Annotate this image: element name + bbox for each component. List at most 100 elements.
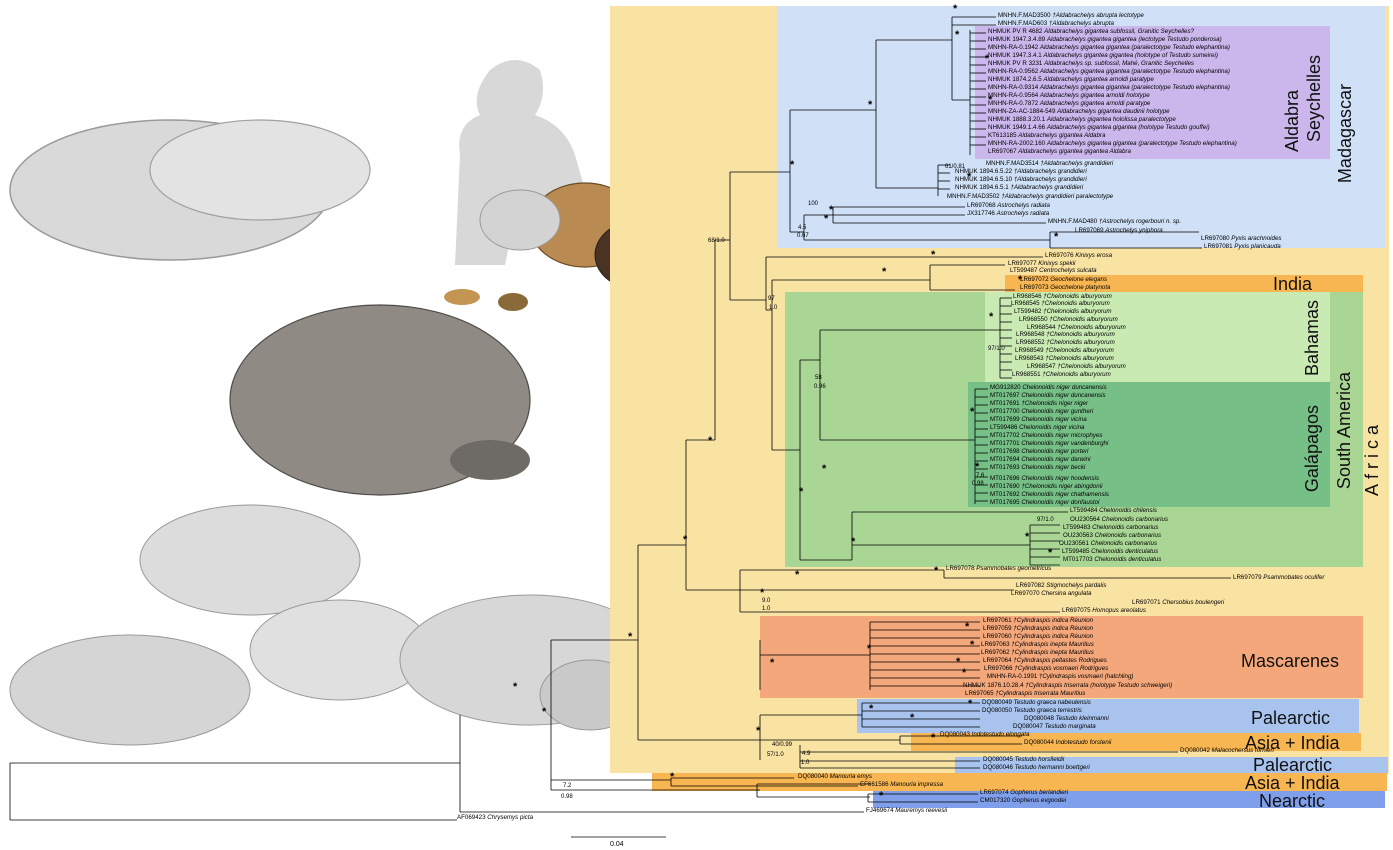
support-value: 4.5 bbox=[798, 225, 806, 231]
species-name: †Chelonoidis alburyorum bbox=[1041, 300, 1109, 307]
taxon-label: JX317746 Astrochelys radiata bbox=[967, 211, 1049, 217]
accession-number: MNHN-ZA-AC-1884-549 bbox=[988, 108, 1057, 115]
species-name: Chelonoidis carbonarius bbox=[1092, 524, 1158, 531]
accession-number: LR697077 bbox=[1008, 260, 1038, 267]
support-value: 1.0 bbox=[801, 760, 809, 766]
accession-number: LR697076 bbox=[1045, 252, 1075, 259]
support-star: * bbox=[824, 213, 829, 225]
accession-number: MT017694 bbox=[990, 456, 1021, 463]
taxon-label: LT599483 Chelonoidis carbonarius bbox=[1063, 525, 1159, 531]
species-name: Malacochersus tornieri bbox=[1212, 747, 1274, 754]
species-name: †Aldabrachelys abrupta lectotype bbox=[1052, 12, 1144, 19]
taxon-label: LR697079 Psammobates oculifer bbox=[1233, 575, 1325, 581]
support-star: * bbox=[513, 681, 518, 693]
support-value: 97/1.0 bbox=[1037, 517, 1054, 523]
support-star: * bbox=[790, 159, 795, 171]
taxon-label: NHMUK 1894.6.5.1 †Aldabrachelys grandidi… bbox=[955, 185, 1083, 191]
taxon-label: NHMUK 1894.6.5.10 †Aldabrachelys grandid… bbox=[955, 177, 1087, 183]
accession-number: OU230561 bbox=[1059, 540, 1091, 547]
accession-number: LR697080 bbox=[1201, 235, 1231, 242]
taxon-label: MNHN-RA-0.9562 Aldabrachelys gigantea gi… bbox=[988, 69, 1230, 75]
support-value: 40/0.99 bbox=[772, 742, 792, 748]
accession-number: OU230563 bbox=[1063, 532, 1095, 539]
species-name: Chelonoidis niger vicina bbox=[1021, 416, 1086, 423]
species-name: Chelonoidis carbonarius bbox=[1102, 516, 1168, 523]
accession-number: LR697063 bbox=[981, 641, 1011, 648]
accession-number: LR697081 bbox=[1204, 243, 1234, 250]
support-star: * bbox=[770, 657, 775, 669]
species-name: Aldabrachelys gigantea hololissa paralec… bbox=[1047, 116, 1176, 123]
species-name: Chelonoidis niger becki bbox=[1021, 464, 1085, 471]
taxon-label: MT017692 Chelonoidis niger chathamensis bbox=[990, 492, 1109, 498]
accession-number: MT017700 bbox=[990, 408, 1021, 415]
accession-number: NHMUK PV R 3231 bbox=[988, 60, 1044, 67]
taxon-label: OU230564 Chelonoidis carbonarius bbox=[1070, 517, 1168, 523]
taxon-label: MNHN-RA-0.9564 Aldabrachelys gigantea ar… bbox=[988, 93, 1150, 99]
species-name: Aldabrachelys gigantea arnoldi paratype bbox=[1043, 76, 1153, 83]
accession-number: LR697060 bbox=[983, 633, 1013, 640]
accession-number: LT599487 bbox=[1010, 267, 1039, 274]
support-value: 1.0 bbox=[769, 305, 777, 311]
support-star: * bbox=[542, 706, 547, 718]
support-star: * bbox=[970, 639, 975, 651]
taxon-label: DQ080044 Indotestudo forstenii bbox=[1024, 740, 1111, 746]
support-star: * bbox=[708, 435, 713, 447]
scale-bar-label: 0.04 bbox=[610, 841, 624, 848]
accession-number: CM017320 bbox=[980, 797, 1012, 804]
accession-number: LR697064 bbox=[983, 657, 1013, 664]
taxon-label: MNHN.F.MAD3514 †Aldabrachelys grandidier… bbox=[986, 161, 1113, 167]
accession-number: DQ080049 bbox=[982, 699, 1014, 706]
accession-number: LR968548 bbox=[1016, 331, 1046, 338]
accession-number: DQ080044 bbox=[1024, 739, 1056, 746]
taxon-label: MT017696 Chelonoidis niger hoodensis bbox=[990, 476, 1099, 482]
support-value: 100 bbox=[808, 201, 818, 207]
accession-number: LR697074 bbox=[980, 789, 1010, 796]
support-star: * bbox=[879, 790, 884, 802]
taxon-label: LR697078 Psammobates geometricus bbox=[946, 566, 1051, 572]
accession-number: LR968545 bbox=[1011, 300, 1041, 307]
support-star: * bbox=[829, 204, 834, 216]
taxon-label: MT017698 Chelonoidis niger porteri bbox=[990, 449, 1088, 455]
species-name: Chelonoidis niger porteri bbox=[1021, 448, 1088, 455]
taxon-label: MT017691 †Chelonoidis niger niger bbox=[990, 401, 1088, 407]
accession-number: NHMUK 1949.1.4.66 bbox=[988, 124, 1047, 131]
species-name: †Cylindraspis inepta Mauritius bbox=[1011, 649, 1094, 656]
accession-number: LR968543 bbox=[1015, 355, 1045, 362]
species-name: Testudo hermanni boettgeri bbox=[1015, 764, 1090, 771]
species-name: †Chelonoidis alburyorum bbox=[1057, 363, 1125, 370]
support-star: * bbox=[953, 3, 958, 15]
species-name: Geochelone platynota bbox=[1050, 284, 1110, 291]
accession-number: EF661586 bbox=[860, 781, 890, 788]
accession-number: LT599483 bbox=[1063, 524, 1092, 531]
species-name: Testudo marginata bbox=[1045, 723, 1096, 730]
accession-number: MNHN-RA-2002.160 bbox=[988, 140, 1047, 147]
taxon-label: LR968550 †Chelonoidis alburyorum bbox=[1019, 317, 1118, 323]
species-name: Testudo graeca terrestris bbox=[1014, 707, 1082, 714]
accession-number: NHMUK 1894.6.5.1 bbox=[955, 184, 1010, 191]
species-name: Chelonoidis niger darwini bbox=[1021, 456, 1090, 463]
accession-number: LR968551 bbox=[1012, 371, 1042, 378]
taxon-label: DQ080042 Malacochersus tornieri bbox=[1180, 748, 1274, 754]
species-name: Centrochelys sulcata bbox=[1039, 267, 1096, 274]
species-name: Aldabrachelys gigantea Aldabra bbox=[1018, 132, 1105, 139]
species-name: †Aldabrachelys grandidieri paralectotype bbox=[1001, 193, 1113, 200]
accession-number: MT017693 bbox=[990, 464, 1021, 471]
taxon-label: LR697080 Pyxis arachnoides bbox=[1201, 236, 1282, 242]
species-name: Manouria emys bbox=[830, 773, 872, 780]
accession-number: MNHN.F.MAD3514 bbox=[986, 160, 1040, 167]
taxon-label: DQ080047 Testudo marginata bbox=[1013, 724, 1096, 730]
taxon-label: MNHN.F.MAD480 †Astrochelys rogerbouri n.… bbox=[1048, 219, 1181, 225]
species-name: †Chelonoidis alburyorum bbox=[1046, 331, 1114, 338]
species-name: Chrysemys picta bbox=[487, 814, 533, 821]
species-name: Homopus areolatus bbox=[1092, 607, 1146, 614]
accession-number: LT599485 bbox=[1062, 548, 1091, 555]
accession-number: NHMUK 1874.2.6.5 bbox=[988, 76, 1043, 83]
support-star: * bbox=[931, 249, 936, 261]
taxon-label: NHMUK 1876.10.28.4 †Cylindraspis triserr… bbox=[963, 683, 1172, 689]
species-name: Aldabrachelys gigantea gigantea (paralec… bbox=[1040, 84, 1230, 91]
support-value: 7.6 bbox=[976, 473, 984, 479]
species-name: Geochelone elegans bbox=[1050, 276, 1107, 283]
species-name: Psammobates oculifer bbox=[1263, 574, 1324, 581]
species-name: Chelonoidis niger duncanensis bbox=[1022, 384, 1106, 391]
